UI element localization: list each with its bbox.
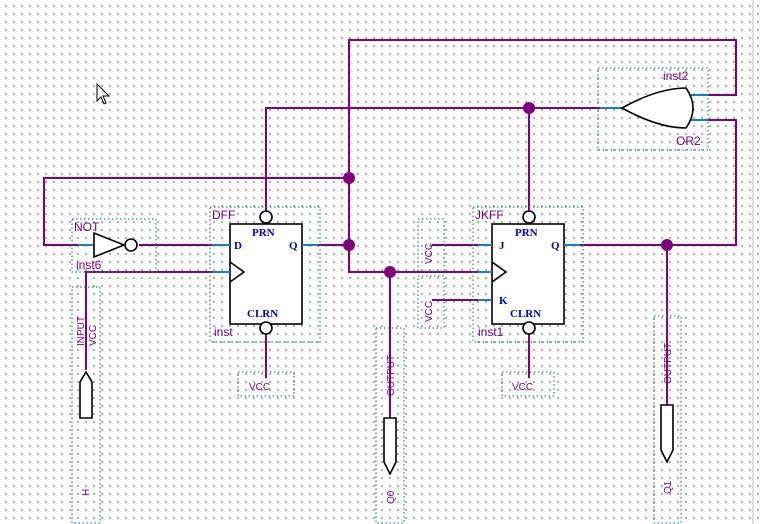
not-gate[interactable]: NOT inst6 bbox=[71, 218, 157, 273]
input-name-label: H bbox=[81, 489, 92, 496]
wires bbox=[43, 39, 737, 418]
dff-pin-clrn: CLRN bbox=[247, 308, 278, 320]
or-gate-icon bbox=[620, 87, 694, 129]
jkff-pin-q: Q bbox=[551, 240, 560, 252]
dff-pin-d: D bbox=[234, 240, 242, 252]
junction-dot bbox=[523, 102, 535, 114]
dff-pin-prn: PRN bbox=[252, 227, 275, 239]
wire-clock-dff[interactable] bbox=[85, 271, 212, 370]
junction-dot bbox=[661, 239, 673, 251]
jkff-pin-j: J bbox=[499, 240, 505, 252]
junctions bbox=[343, 102, 673, 278]
dff-block[interactable]: DFF inst D Q PRN CLRN bbox=[209, 206, 321, 343]
clock-triangle-icon bbox=[229, 261, 246, 283]
wire-q0-jk-clock[interactable] bbox=[348, 245, 480, 273]
output-pin-q1[interactable]: OUTPUT Q1 bbox=[653, 315, 682, 524]
vcc-k-source[interactable]: VCC bbox=[417, 275, 445, 329]
mouse-cursor-icon bbox=[96, 82, 111, 105]
or-type-label: OR2 bbox=[676, 134, 701, 148]
junction-dot bbox=[384, 266, 396, 278]
wire-q0-to-not[interactable] bbox=[43, 177, 349, 246]
junction-dot bbox=[343, 172, 355, 184]
jkff-instance-label: inst1 bbox=[478, 325, 504, 339]
wire-q1-feedback[interactable] bbox=[667, 119, 737, 246]
output-pin-icon bbox=[383, 417, 397, 476]
jkff-pin-clrn: CLRN bbox=[510, 308, 541, 320]
jkff-type-label: JKFF bbox=[475, 208, 504, 222]
vcc-label: VCC bbox=[249, 382, 270, 393]
or-gate[interactable]: inst2 OR2 bbox=[597, 67, 709, 151]
vcc-j-source[interactable]: VCC bbox=[417, 218, 445, 272]
input-type-label: INPUT bbox=[76, 316, 87, 346]
vcc-label: VCC bbox=[512, 382, 533, 393]
vcc-dff-clrn[interactable]: VCC bbox=[237, 371, 295, 397]
not-type-label: NOT bbox=[74, 220, 100, 234]
output-pin-icon bbox=[660, 404, 674, 464]
output-q0-type-label: OUTPUT bbox=[386, 355, 397, 396]
input-pin-h[interactable]: INPUT VCC H bbox=[71, 286, 101, 524]
input-default-label: VCC bbox=[88, 325, 99, 346]
vcc-label: VCC bbox=[424, 243, 435, 264]
output-q1-name-label: Q1 bbox=[663, 480, 674, 494]
output-q1-type-label: OUTPUT bbox=[663, 343, 674, 384]
output-pin-q0[interactable]: OUTPUT Q0 bbox=[375, 327, 405, 524]
dff-pin-q: Q bbox=[289, 240, 298, 252]
clock-triangle-icon bbox=[491, 261, 508, 283]
jkff-pin-prn: PRN bbox=[515, 227, 538, 239]
not-instance-label: inst6 bbox=[76, 258, 102, 272]
or-instance-label: inst2 bbox=[663, 69, 689, 83]
vcc-label: VCC bbox=[424, 301, 435, 322]
junction-dot bbox=[343, 239, 355, 251]
vcc-jk-clrn[interactable]: VCC bbox=[501, 371, 555, 397]
jkff-pin-k: K bbox=[499, 295, 508, 307]
jkff-block[interactable]: JKFF inst1 J K Q PRN CLRN bbox=[472, 206, 584, 343]
output-q0-name-label: Q0 bbox=[386, 490, 397, 504]
dff-type-label: DFF bbox=[212, 208, 235, 222]
dff-instance-label: inst bbox=[214, 325, 233, 339]
input-pin-icon bbox=[79, 370, 93, 419]
wire-or-out-dff-prn[interactable] bbox=[265, 107, 617, 211]
